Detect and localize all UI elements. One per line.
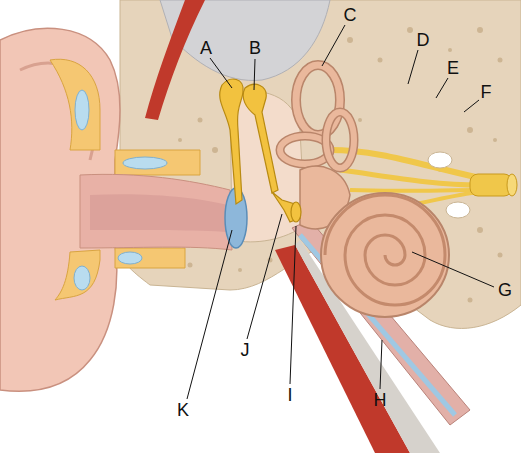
callout-letter: I — [287, 386, 292, 404]
muscle-band — [145, 0, 205, 120]
canal-lumen — [90, 194, 229, 232]
callout-letter: E — [447, 59, 459, 77]
callout-letter: D — [417, 31, 430, 49]
ossicles — [220, 79, 301, 222]
ear-canal — [80, 174, 232, 250]
callout-letter: B — [249, 39, 261, 57]
callout-letter: H — [374, 391, 387, 409]
callout-letter: G — [498, 281, 512, 299]
callout-letter: J — [241, 341, 250, 359]
callout-letter: C — [344, 6, 357, 24]
leader-lines — [187, 25, 494, 399]
cochlea — [321, 193, 449, 317]
semicircular-canals — [280, 65, 354, 168]
callout-letter: K — [177, 401, 189, 419]
callout-letter: A — [200, 39, 212, 57]
callout-letter: F — [481, 83, 492, 101]
